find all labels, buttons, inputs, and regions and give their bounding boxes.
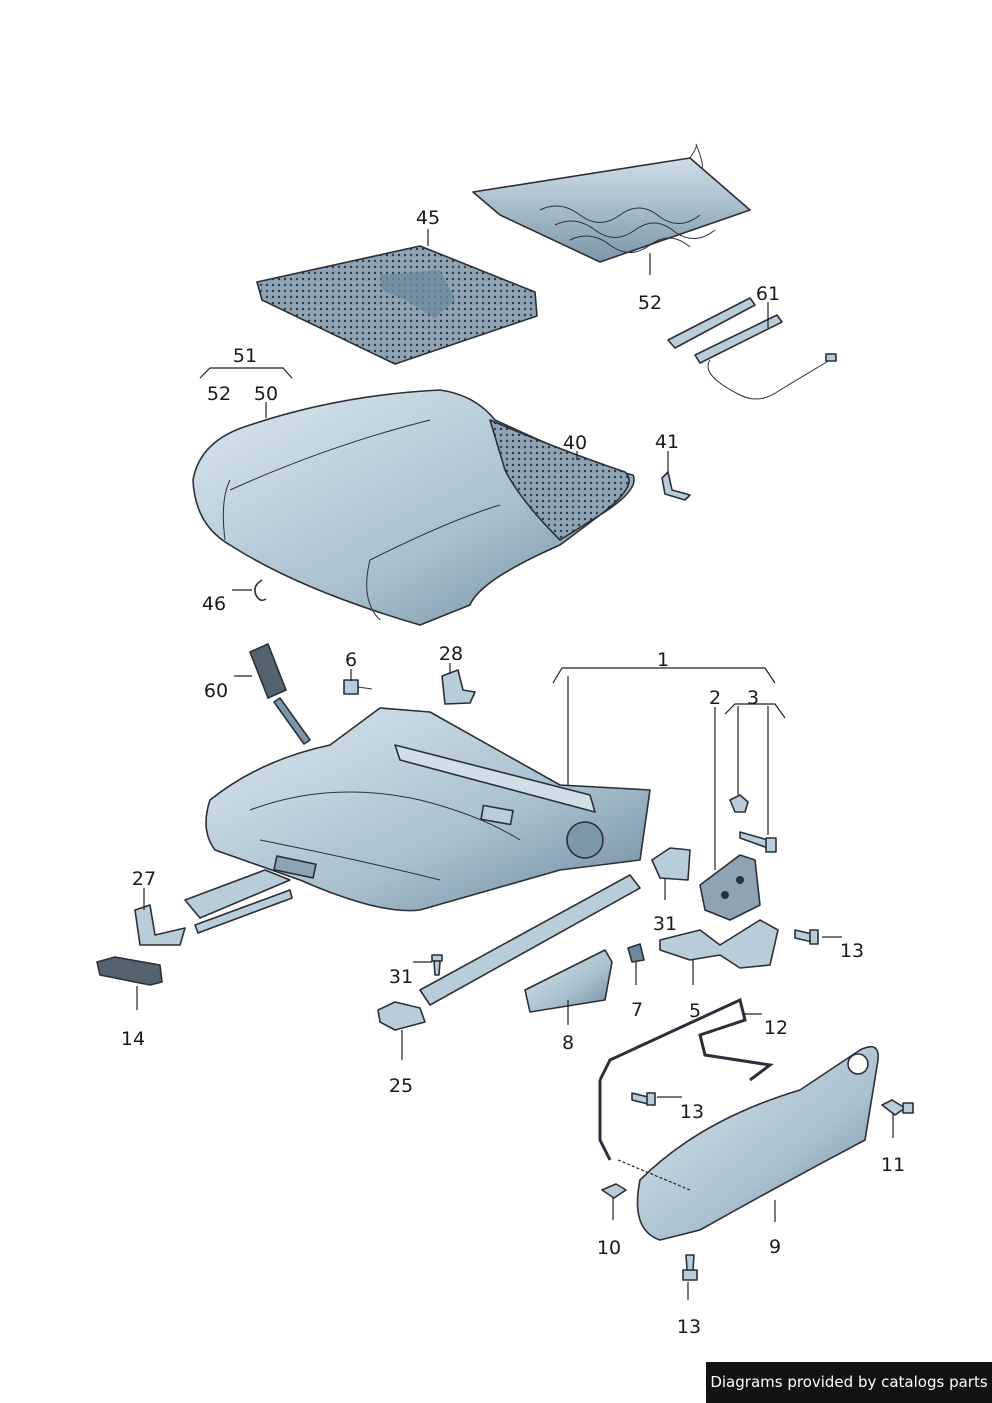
screw-13-c: [682, 1254, 698, 1281]
side-trim-9: [636, 1045, 879, 1241]
callout-14: 14: [121, 1028, 145, 1050]
callout-25: 25: [389, 1075, 413, 1097]
clip-26: [134, 904, 186, 946]
seat-rail-right: [419, 874, 641, 1006]
callout-2: 2: [709, 687, 721, 709]
callout-40: 40: [563, 432, 587, 454]
bracket-5: [659, 919, 779, 969]
callout-51: 51: [233, 345, 257, 367]
callout-52: 52: [638, 292, 662, 314]
seat-foam-pad: [256, 245, 538, 365]
wire-12: [598, 997, 774, 1161]
bracket-41: [661, 471, 691, 501]
cover-14: [96, 956, 163, 986]
seat-sensor-harness: [667, 297, 837, 400]
cap-28: [441, 669, 476, 705]
diagram-credit-banner: Diagrams provided by catalogs parts: [706, 1362, 992, 1403]
callout-60: 60: [204, 680, 228, 702]
trim-8: [524, 949, 613, 1013]
clip-7: [627, 943, 645, 963]
screw-13-b: [631, 1092, 656, 1106]
callout-3: 3: [747, 687, 759, 709]
callout-12: 12: [764, 1017, 788, 1039]
callout-50: 50: [254, 383, 278, 405]
seat-belt-buckle: [249, 643, 311, 745]
motor-housing-2: [699, 854, 761, 921]
screw-13-a: [794, 929, 819, 945]
bracket-27: [651, 847, 691, 881]
callout-7: 7: [631, 999, 643, 1021]
screw-3: [739, 831, 777, 853]
callout-13: 13: [840, 940, 864, 962]
clip-10: [601, 1183, 627, 1199]
callout-9: 9: [769, 1236, 781, 1258]
callout-45: 45: [416, 207, 440, 229]
callout-61: 61: [756, 283, 780, 305]
callout-31: 31: [389, 966, 413, 988]
callout-5: 5: [689, 1000, 701, 1022]
seat-rail-left: [184, 869, 293, 934]
callout-26: 27: [132, 868, 156, 890]
seat-heating-mat: [472, 143, 751, 263]
callout-52: 52: [207, 383, 231, 405]
callout-46: 46: [202, 593, 226, 615]
bolt-6: [343, 679, 373, 695]
leader-lines: [136, 229, 894, 1300]
callout-13: 13: [677, 1316, 701, 1338]
callout-28: 28: [439, 643, 463, 665]
callout-13: 13: [680, 1101, 704, 1123]
nut-3: [729, 794, 749, 813]
callout-27: 31: [653, 913, 677, 935]
callout-labels: 45 52 61 51 52 50 40 41 46 60 6 28 1 2 3…: [121, 207, 905, 1338]
seat-frame: [205, 707, 651, 912]
bracket-25: [377, 1001, 426, 1031]
callout-11: 11: [881, 1154, 905, 1176]
callout-41: 41: [655, 431, 679, 453]
callout-10: 10: [597, 1237, 621, 1259]
seat-cushion-cover: [192, 389, 635, 626]
callout-6: 6: [345, 649, 357, 671]
clip-46: [254, 579, 267, 602]
callout-1: 1: [657, 649, 669, 671]
screw-31: [431, 954, 443, 976]
callout-8: 8: [562, 1032, 574, 1054]
screw-11: [881, 1099, 914, 1116]
